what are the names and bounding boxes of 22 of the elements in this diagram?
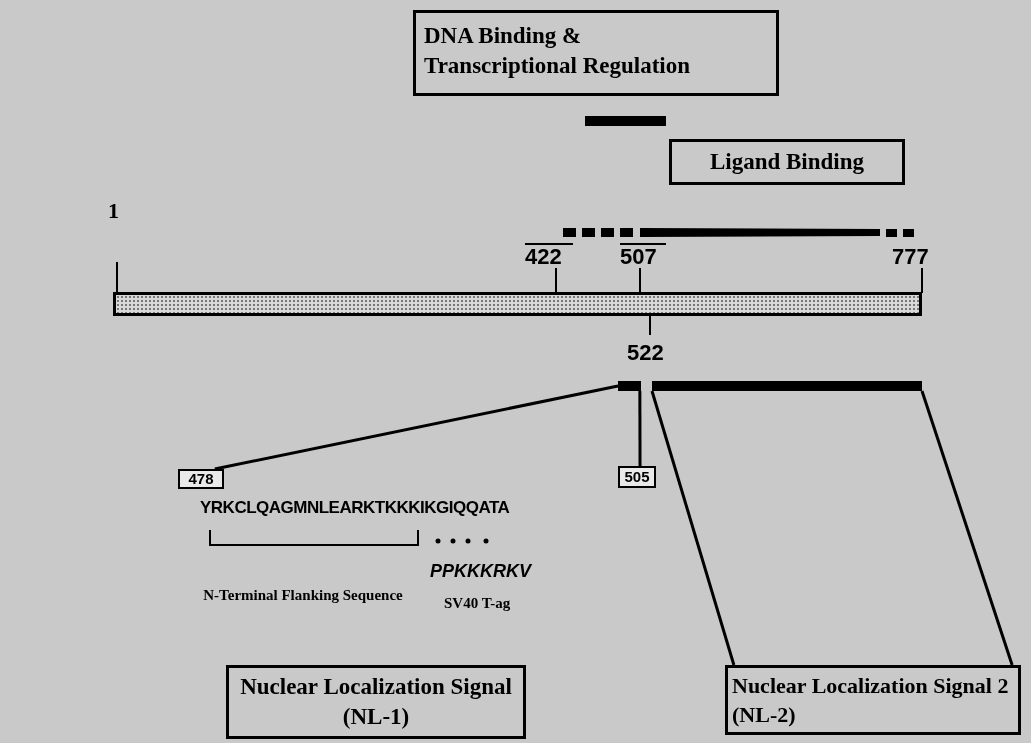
residue-number-box: 505	[618, 466, 656, 488]
domain-segment-bar	[652, 381, 922, 391]
signal-sequence: PPKKKRKV	[430, 560, 533, 583]
domain-label-box: Nuclear Localization Signal 2 (NL-2)	[725, 665, 1021, 735]
amino-acid-sequence: YRKCLQAGMNLEARKTKKKIKGIQQATA	[200, 497, 511, 519]
protein-bar	[113, 292, 922, 316]
residue-number-box: 478	[178, 469, 224, 489]
position-number: 422	[525, 243, 573, 269]
domain-label-box: Nuclear Localization Signal (NL-1)	[226, 665, 526, 739]
leader-line	[920, 390, 1014, 666]
domain-segment-bar	[618, 381, 641, 391]
annotation-text: N-Terminal Flanking Sequence	[202, 586, 404, 604]
position-number: 1	[108, 197, 120, 225]
leader-line	[650, 390, 736, 666]
position-number: 522	[627, 339, 665, 367]
position-number: 777	[892, 243, 930, 271]
annotation-text: SV40 T-ag	[444, 594, 512, 613]
domain-label-box: Ligand Binding	[669, 139, 905, 185]
leader-line	[638, 391, 642, 466]
leader-line	[214, 384, 619, 471]
domain-label-box: DNA Binding & Transcriptional Regulation	[413, 10, 779, 96]
position-number: 507	[620, 243, 666, 269]
